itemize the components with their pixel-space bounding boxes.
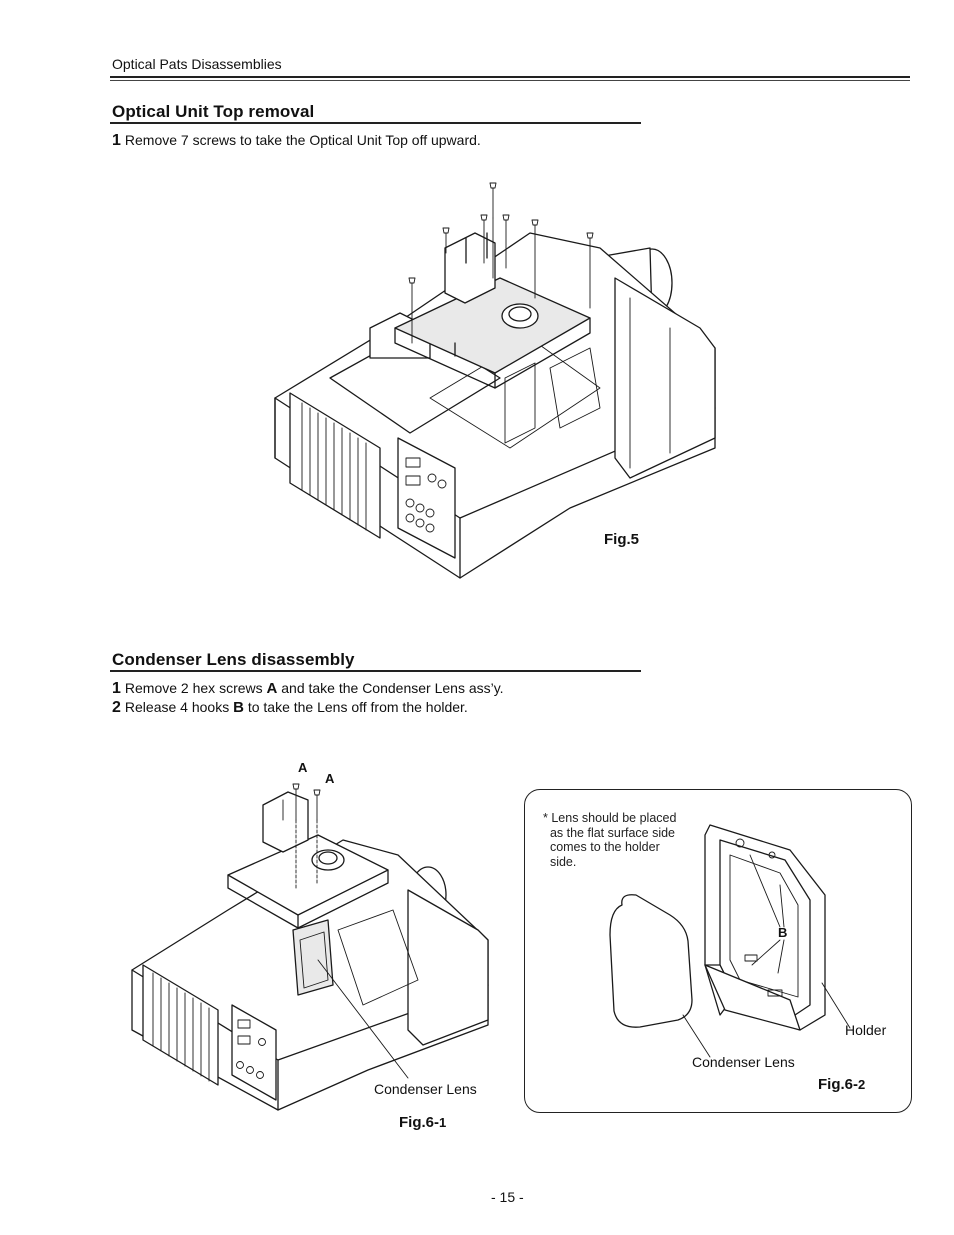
step-key: A — [266, 680, 278, 697]
figure-label-fig5: Fig.5 — [604, 531, 640, 548]
fig6-2-frame — [524, 789, 912, 1113]
section-title-condenser-lens: Condenser Lens disassembly — [112, 650, 355, 669]
step-number: 1 — [112, 680, 121, 697]
fig6-2-lens-holder-illustration — [609, 824, 851, 1058]
callout-b: B — [778, 925, 788, 940]
callout-condenser-lens-fig6-2: Condenser Lens — [692, 1054, 795, 1070]
page-header-title: Optical Pats Disassemblies — [112, 56, 282, 72]
section-title-optical-unit-top: Optical Unit Top removal — [112, 102, 315, 121]
fig-label-sub: 2 — [858, 1077, 866, 1092]
step-text-pre: Release 4 hooks — [124, 699, 234, 715]
fig-label-main: Fig.6- — [399, 1114, 439, 1131]
header-rule-thin — [110, 80, 910, 81]
step-text-pre: Remove 2 hex screws — [124, 680, 267, 696]
step-key: B — [233, 699, 244, 716]
header-rule — [110, 76, 910, 78]
lens-placement-note: * Lens should be placed as the flat surf… — [543, 811, 677, 869]
figure-label-fig6-2: Fig.6-2 — [818, 1076, 865, 1093]
fig6-1-projector-illustration — [131, 783, 489, 1111]
callout-holder: Holder — [845, 1022, 887, 1038]
step-number: 2 — [112, 699, 121, 716]
fig-label-sub: 1 — [439, 1115, 447, 1130]
callout-a-first: A — [298, 760, 308, 775]
step-text-post: and take the Condenser Lens ass’y. — [277, 680, 504, 696]
step-text: Remove 7 screws to take the Optical Unit… — [124, 132, 481, 148]
fig-label-main: Fig.6- — [818, 1076, 858, 1093]
step-number: 1 — [112, 132, 121, 149]
callout-condenser-lens-fig6-1: Condenser Lens — [374, 1081, 477, 1097]
page-number: - 15 - — [491, 1189, 524, 1205]
figure-label-fig6-1: Fig.6-1 — [399, 1114, 446, 1131]
step-text-post: to take the Lens off from the holder. — [243, 699, 468, 715]
section-rule — [110, 122, 641, 124]
callout-a-second: A — [325, 771, 335, 786]
section-rule — [110, 670, 641, 672]
fig5-projector-illustration — [274, 182, 716, 579]
